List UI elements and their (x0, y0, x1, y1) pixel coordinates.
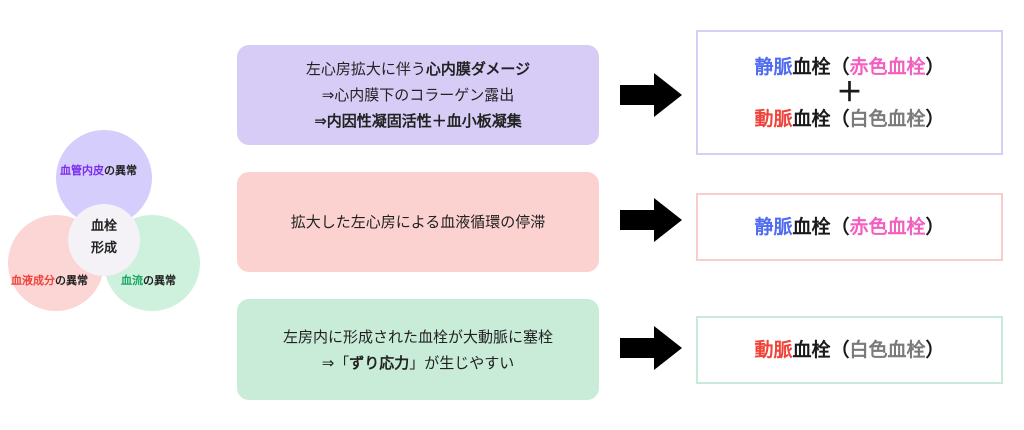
blood-flow-label: 血流の異常 (121, 272, 176, 288)
center-label-line2: 形成 (90, 241, 117, 256)
result1-line3: 動脈血栓（白色血栓） (754, 105, 944, 133)
paren-open: （ (830, 216, 850, 238)
cause-box-stasis: 拡大した左心房による血液循環の停滞 (237, 172, 599, 272)
paren-open: （ (830, 339, 850, 361)
paren-close: ） (925, 55, 945, 78)
cause3-line2-bold: ずり応力 (349, 353, 410, 372)
cause1-line1-plain: 左心房拡大に伴う (305, 60, 426, 78)
arrow-right-icon (620, 198, 682, 242)
white-thrombus-term: 白色血栓 (849, 107, 926, 130)
result3-line1: 動脈血栓（白色血栓） (754, 336, 944, 364)
blood-flow-label-colored: 血流 (121, 274, 143, 287)
cause3-line1: 左房内に形成された血栓が大動脈に塞栓 (282, 327, 553, 346)
result-box-arterial: 動脈血栓（白色血栓） (696, 316, 1003, 384)
arterial-prefix: 動脈 (754, 339, 793, 361)
result-box-venous-and-arterial: 静脈血栓（赤色血栓） ＋ 動脈血栓（白色血栓） (696, 30, 1003, 155)
thrombus-word: 血栓 (792, 216, 831, 238)
center-label: 血栓 形成 (68, 216, 140, 260)
cause3-line2-pre: ⇒「 (321, 353, 350, 372)
thrombus-word: 血栓 (792, 339, 831, 361)
cause-box-endocardium: 左心房拡大に伴う心内膜ダメージ ⇒心内膜下のコラーゲン露出 ⇒内因性凝固活性＋血… (237, 45, 599, 145)
arrow-right-icon (620, 326, 682, 370)
paren-open: （ (830, 107, 850, 130)
result-box-venous: 静脈血栓（赤色血栓） (696, 193, 1003, 261)
paren-close: ） (925, 107, 945, 130)
arrow-right-icon (620, 73, 682, 117)
endothelium-label-rest: の異常 (104, 164, 137, 177)
endothelium-label: 血管内皮の異常 (60, 162, 137, 178)
cause-box-shear-stress: 左房内に形成された血栓が大動脈に塞栓 ⇒「ずり応力」が生じやすい (237, 299, 599, 400)
plus-sign: ＋ (836, 77, 863, 108)
venous-prefix: 静脈 (754, 216, 793, 238)
thrombus-formation-center (68, 204, 140, 276)
red-thrombus-term: 赤色血栓 (849, 55, 926, 78)
white-thrombus-term: 白色血栓 (849, 339, 926, 361)
arterial-prefix: 動脈 (754, 107, 793, 130)
cause2-line1: 拡大した左心房による血液循環の停滞 (290, 213, 546, 231)
cause1-line2: ⇒心内膜下のコラーゲン露出 (321, 86, 515, 104)
cause1-line3: ⇒内因性凝固活性＋血小板凝集 (314, 112, 522, 130)
blood-component-label-colored: 血液成分 (11, 274, 55, 287)
blood-component-label-rest: の異常 (55, 274, 88, 287)
cause3-line2: ⇒「ずり応力」が生じやすい (322, 350, 515, 376)
paren-open: （ (830, 55, 850, 78)
result2-line1: 静脈血栓（赤色血栓） (754, 213, 944, 241)
paren-close: ） (925, 216, 945, 238)
blood-component-label: 血液成分の異常 (11, 272, 88, 288)
venous-prefix: 静脈 (754, 55, 793, 78)
result1-line1: 静脈血栓（赤色血栓） (754, 53, 944, 81)
cause1-line1: 左心房拡大に伴う心内膜ダメージ (306, 56, 530, 82)
paren-close: ） (925, 339, 945, 361)
cause3-line2-post: 」が生じやすい (409, 353, 515, 372)
cause1-line1-bold: 心内膜ダメージ (425, 60, 531, 78)
thrombus-word: 血栓 (792, 107, 831, 130)
endothelium-label-colored: 血管内皮 (60, 164, 104, 177)
thrombus-word: 血栓 (792, 55, 831, 78)
red-thrombus-term: 赤色血栓 (849, 216, 926, 238)
center-label-line1: 血栓 (90, 219, 117, 234)
blood-flow-label-rest: の異常 (143, 274, 176, 287)
